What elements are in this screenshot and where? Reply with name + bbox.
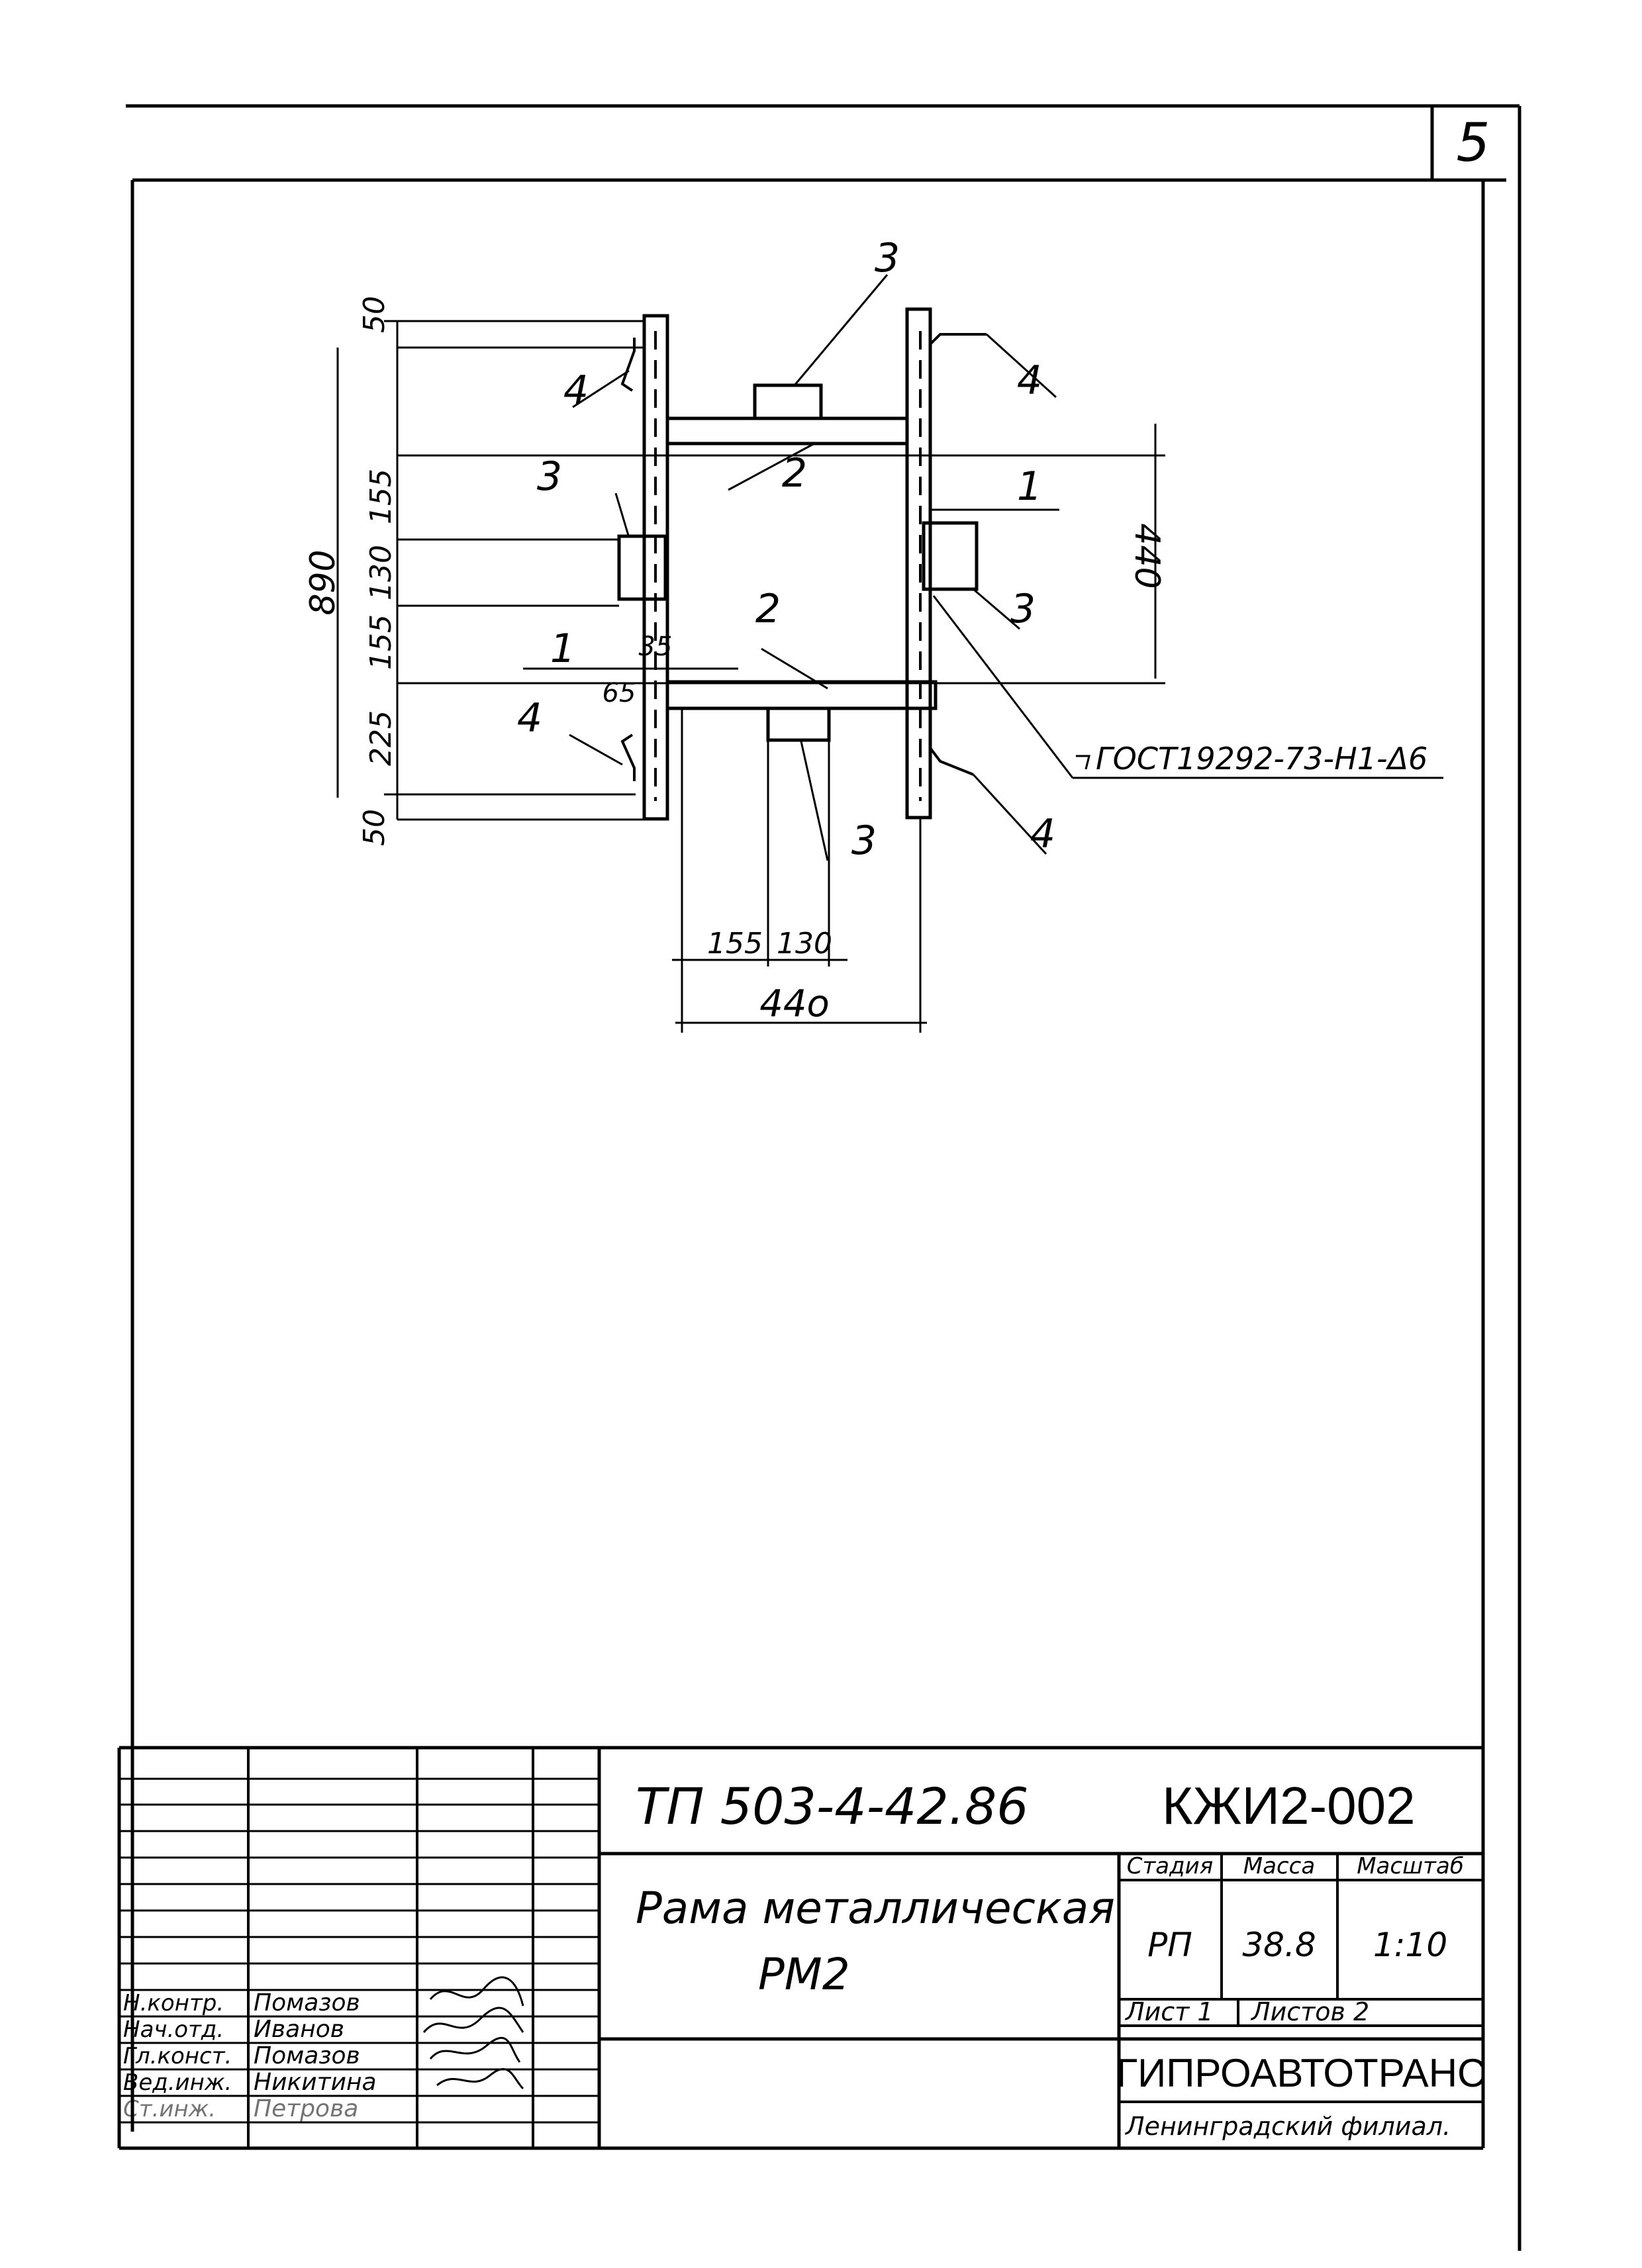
callout-lower-2: 2: [755, 586, 781, 632]
organization-name: ГИПРОАВТОТРАНС: [1116, 2051, 1486, 2095]
callout-upper-left-4: 4: [563, 367, 589, 414]
angle-lower-left: [620, 733, 636, 781]
signature-grid: Н.контр. Помазов Нач.отд. Иванов Гл.конс…: [119, 1748, 599, 2148]
dim-35: 35: [639, 632, 673, 662]
callout-upper-2: 2: [782, 450, 807, 496]
sig-role-5: Ст.инж.: [123, 2096, 216, 2122]
sig-name-2: Иванов: [254, 2016, 344, 2043]
callout-left-1: 1: [550, 626, 575, 672]
stage-value: РП: [1147, 1926, 1192, 1964]
sig-role-4: Вед.инж.: [123, 2069, 232, 2096]
mass-value: 38.8: [1242, 1926, 1316, 1964]
callout-lower-right-4: 4: [1030, 811, 1055, 857]
signature-scribble-2: [422, 2007, 524, 2033]
weld-note-text: ГОСТ19292-73-Н1-Δ6: [1096, 741, 1427, 777]
right-post: [905, 307, 932, 820]
callout-lower-left-4: 4: [517, 695, 542, 741]
sheet-label: Лист 1: [1124, 1997, 1214, 2026]
dim-155-upper: 155: [364, 469, 398, 524]
sheets-label: Листов 2: [1250, 1997, 1369, 2026]
dim-bottom-50: 50: [358, 809, 391, 846]
sheet-number: 5: [1457, 112, 1490, 173]
callout-leaders: [523, 274, 1443, 861]
callout-right-1: 1: [1017, 463, 1042, 510]
dimension-lines: [336, 320, 1165, 1033]
title-line-2: РМ2: [758, 1949, 850, 2000]
dim-bottom-155: 155: [707, 927, 763, 961]
title-line-1: Рама металлическая: [636, 1883, 1115, 1934]
dim-65: 65: [603, 678, 636, 708]
callout-bottom-3: 3: [851, 818, 877, 864]
sheet-frame: 5: [119, 104, 1521, 2251]
signature-scribble-4: [436, 2067, 524, 2090]
scale-value: 1:10: [1373, 1926, 1447, 1964]
sig-name-1: Помазов: [254, 1989, 360, 2016]
lower-crossbar: [665, 680, 938, 710]
project-code: ТП 503-4-42.86: [636, 1777, 1029, 1836]
sig-name-5: Петрова: [254, 2095, 358, 2122]
sig-role-3: Гл.конст.: [123, 2043, 232, 2069]
dim-overall-890: 890: [303, 549, 343, 615]
dim-155-lower: 155: [364, 614, 398, 670]
dim-top-50: 50: [358, 296, 391, 333]
callout-numbers: 3 4 4 3 2 1 3 2 1 4 4 3: [517, 235, 1055, 864]
sig-role-2: Нач.отд.: [123, 2016, 224, 2043]
left-post: [642, 314, 669, 821]
plate-right: [922, 521, 979, 591]
title-block: Н.контр. Помазов Нач.отд. Иванов Гл.конс…: [117, 1746, 1486, 2148]
branch-name: Ленинградский филиал.: [1124, 2112, 1451, 2141]
scale-header: Масштаб: [1357, 1853, 1464, 1879]
frame-drawing: [617, 307, 987, 821]
angle-lower-right: [929, 747, 974, 776]
callout-left-3: 3: [537, 453, 562, 500]
callout-top-3: 3: [875, 235, 900, 281]
dim-bottom-130: 130: [777, 927, 832, 961]
dim-130: 130: [364, 545, 398, 600]
angle-upper-left: [620, 338, 636, 392]
drawing-code: КЖИ2-002: [1162, 1776, 1416, 1835]
upper-crossbar: [665, 416, 909, 446]
mass-header: Масса: [1243, 1853, 1315, 1879]
signature-scribble-3: [429, 2036, 521, 2063]
dim-225: 225: [364, 710, 398, 766]
stage-header: Стадия: [1127, 1853, 1213, 1879]
weld-note: ГОСТ19292-73-Н1-Δ6: [1076, 741, 1427, 777]
callout-upper-right-4: 4: [1017, 357, 1042, 404]
plate-left: [617, 534, 667, 601]
plate-top: [753, 383, 823, 420]
signature-scribble-1: [429, 1976, 524, 2007]
dim-right-440: 440: [1127, 523, 1167, 589]
dim-bottom-440: 44о: [759, 982, 830, 1025]
sig-name-3: Помазов: [254, 2042, 360, 2069]
angle-upper-right: [929, 333, 987, 346]
callout-right-3: 3: [1010, 586, 1036, 632]
sig-name-4: Никитина: [254, 2069, 377, 2096]
sig-role-1: Н.контр.: [123, 1990, 224, 2016]
plate-bottom: [766, 706, 831, 742]
dimension-labels: 50 890 155 130 155 225 50 35 65 440 155 …: [303, 296, 1167, 1025]
